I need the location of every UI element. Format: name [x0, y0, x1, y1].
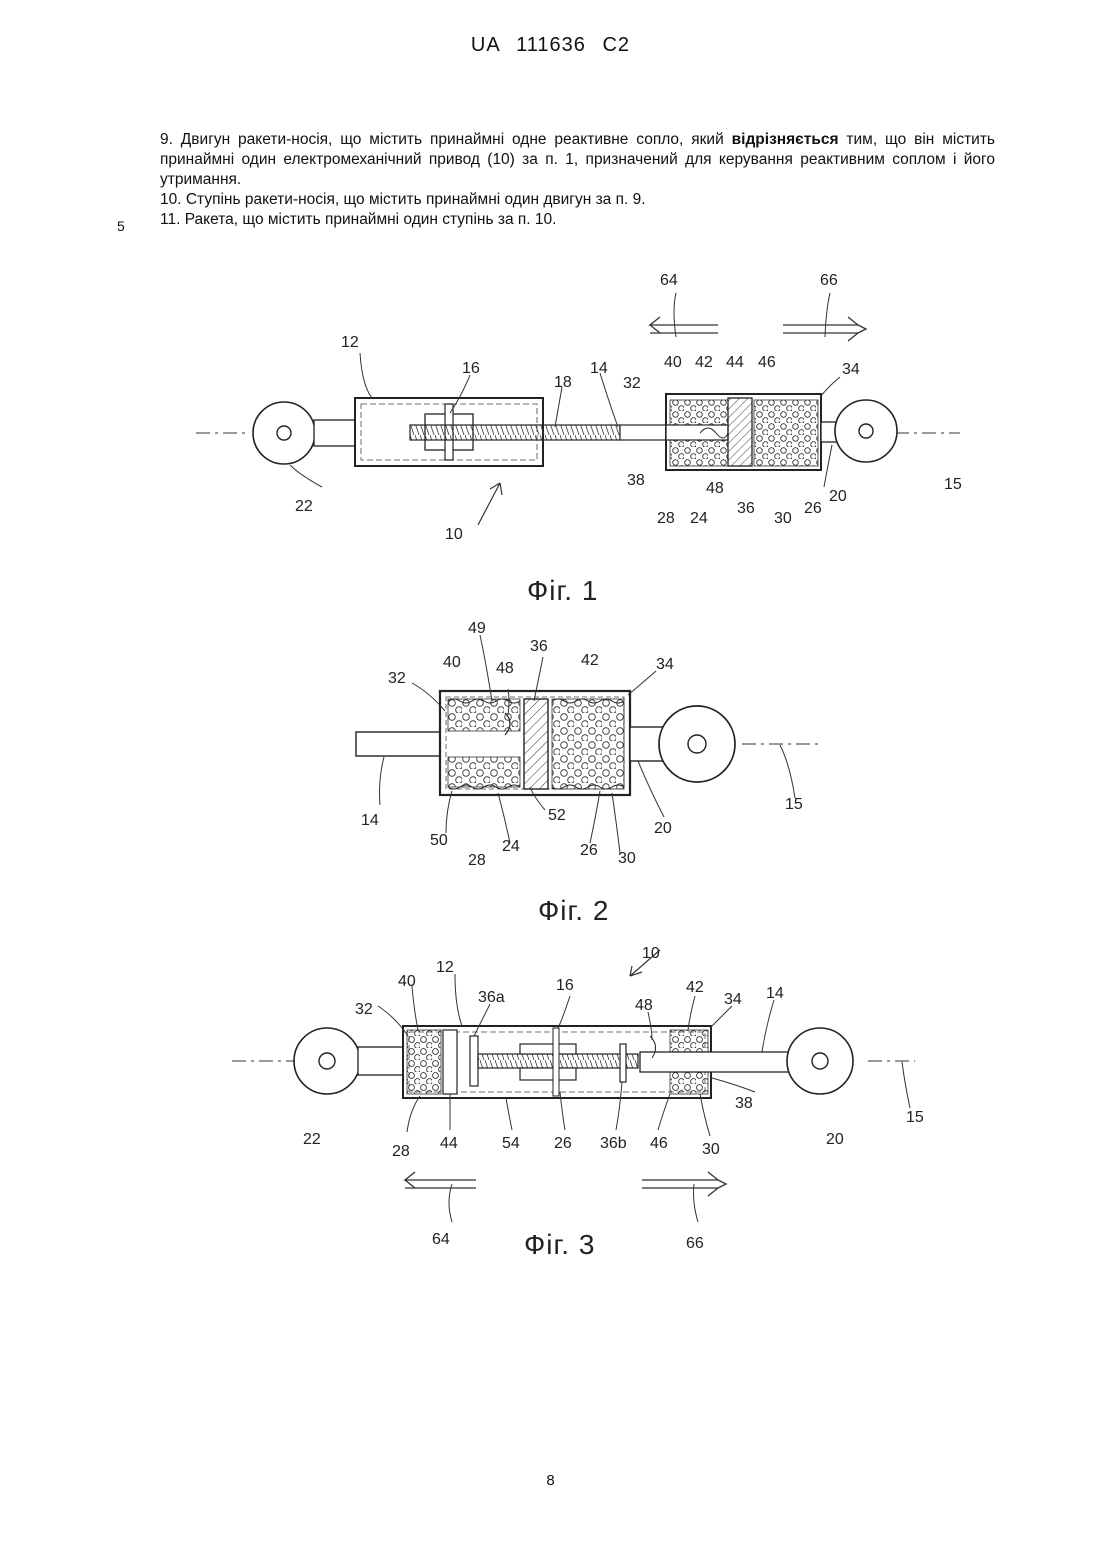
label-64: 64: [432, 1231, 450, 1248]
label-34: 34: [842, 361, 860, 378]
figure-3: 10 12 40 16 36a 48 42 34 14 32 38 15 22 …: [0, 940, 1101, 1270]
label-36: 36: [737, 500, 755, 517]
label-22: 22: [303, 1131, 321, 1148]
label-54: 54: [502, 1135, 520, 1152]
label-28: 28: [392, 1143, 410, 1160]
label-40: 40: [664, 354, 682, 371]
label-20: 20: [826, 1131, 844, 1148]
label-20: 20: [654, 820, 672, 837]
label-42: 42: [695, 354, 713, 371]
label-26: 26: [580, 842, 598, 859]
label-15: 15: [944, 476, 962, 493]
label-32: 32: [388, 670, 406, 687]
patent-number-header: UA 111636 C2: [0, 34, 1101, 57]
label-52: 52: [548, 807, 566, 824]
label-36b: 36b: [600, 1135, 627, 1152]
label-28: 28: [468, 852, 486, 869]
label-44: 44: [440, 1135, 458, 1152]
label-12: 12: [341, 334, 359, 351]
piston-36: [728, 398, 752, 466]
label-44: 44: [726, 354, 744, 371]
claim-9: 9. Двигун ракети-носія, що містить прина…: [160, 130, 995, 190]
claim-9-bold-term: відрізняється: [732, 131, 839, 148]
label-14: 14: [361, 812, 379, 829]
claim-9-text-start: 9. Двигун ракети-носія, що містить прина…: [160, 131, 732, 148]
label-48: 48: [496, 660, 514, 677]
label-36a: 36a: [478, 989, 505, 1006]
label-15: 15: [785, 796, 803, 813]
label-30: 30: [618, 850, 636, 867]
label-34: 34: [724, 991, 742, 1008]
label-38: 38: [735, 1095, 753, 1112]
label-32: 32: [355, 1001, 373, 1018]
label-32: 32: [623, 375, 641, 392]
label-30: 30: [774, 510, 792, 527]
label-10: 10: [642, 945, 660, 962]
label-46: 46: [650, 1135, 668, 1152]
label-34: 34: [656, 656, 674, 673]
arrow-66: [642, 1172, 726, 1196]
label-20: 20: [829, 488, 847, 505]
label-30: 30: [702, 1141, 720, 1158]
label-16: 16: [462, 360, 480, 377]
rod-14: [620, 425, 668, 440]
figure-2-drawing: 49 36 40 48 42 32 34 14 15 52 20 50 24 2…: [0, 615, 1101, 935]
page-number: 8: [0, 1472, 1101, 1489]
stop-36a: [470, 1036, 478, 1086]
label-26: 26: [804, 500, 822, 517]
label-40: 40: [443, 654, 461, 671]
label-15: 15: [906, 1109, 924, 1126]
figure-1: 12 16 18 14 64 66 40 42 44 46 32 34 38 4…: [0, 255, 1101, 615]
label-66: 66: [820, 272, 838, 289]
label-42: 42: [581, 652, 599, 669]
label-28: 28: [657, 510, 675, 527]
label-40: 40: [398, 973, 416, 990]
label-18: 18: [554, 374, 572, 391]
stop-36b: [620, 1044, 626, 1082]
label-12: 12: [436, 959, 454, 976]
line-number: 5: [117, 218, 125, 234]
figure-1-drawing: 12 16 18 14 64 66 40 42 44 46 32 34 38 4…: [0, 255, 1101, 615]
label-46: 46: [758, 354, 776, 371]
screw-18: [410, 425, 620, 440]
label-66: 66: [686, 1235, 704, 1252]
label-16: 16: [556, 977, 574, 994]
label-22: 22: [295, 498, 313, 515]
claim-11: 11. Ракета, що містить принаймні один ст…: [160, 210, 995, 230]
label-14: 14: [590, 360, 608, 377]
claims-section: 9. Двигун ракети-носія, що містить прина…: [160, 130, 995, 230]
arrow-64: [650, 317, 718, 333]
label-26: 26: [554, 1135, 572, 1152]
label-42: 42: [686, 979, 704, 996]
label-14: 14: [766, 985, 784, 1002]
piston-36: [524, 699, 548, 789]
arrow-66: [783, 317, 866, 341]
label-64: 64: [660, 272, 678, 289]
figure-3-drawing: 10 12 40 16 36a 48 42 34 14 32 38 15 22 …: [0, 940, 1101, 1270]
label-24: 24: [502, 838, 520, 855]
arrow-64: [405, 1172, 476, 1188]
figure-2-caption: Фіг. 2: [538, 895, 609, 926]
label-49: 49: [468, 620, 486, 637]
figure-3-caption: Фіг. 3: [524, 1229, 595, 1260]
label-48: 48: [706, 480, 724, 497]
claim-10: 10. Ступінь ракети-носія, що містить при…: [160, 190, 995, 210]
label-10: 10: [445, 526, 463, 543]
label-48: 48: [635, 997, 653, 1014]
label-50: 50: [430, 832, 448, 849]
figure-2: 49 36 40 48 42 32 34 14 15 52 20 50 24 2…: [0, 615, 1101, 935]
label-24: 24: [690, 510, 708, 527]
figure-1-caption: Фіг. 1: [527, 575, 598, 606]
label-36: 36: [530, 638, 548, 655]
label-38: 38: [627, 472, 645, 489]
rod-14: [640, 1052, 810, 1072]
